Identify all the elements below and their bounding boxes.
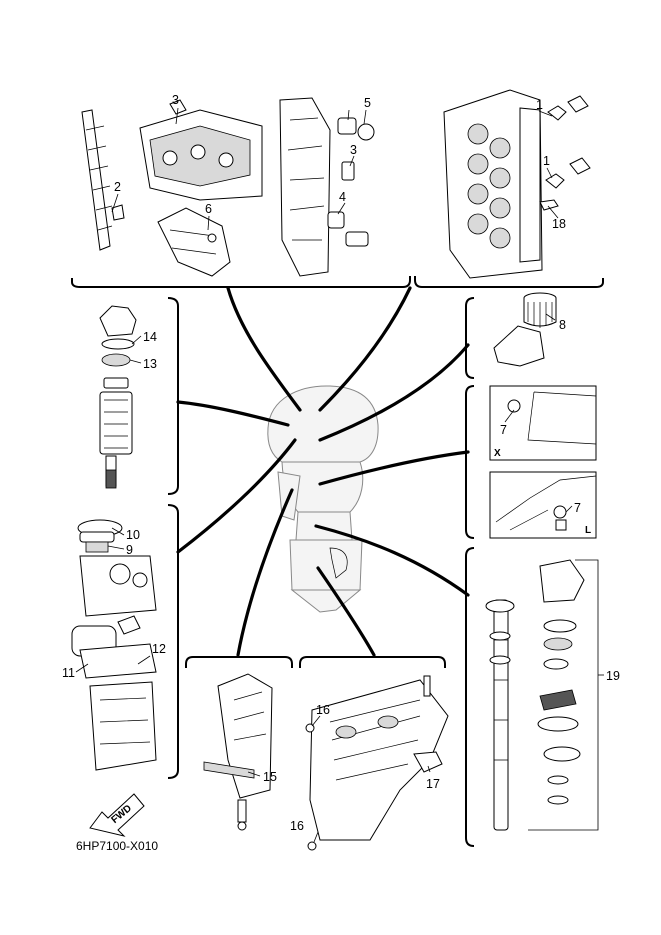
- callout-3-upper-left: 3: [172, 93, 179, 107]
- view-tag-l: L: [585, 525, 591, 536]
- water-pump-driveshaft: [485, 559, 599, 831]
- power-head: [443, 89, 591, 279]
- callout-7-view-l: 7: [574, 501, 581, 515]
- callout-5: 5: [364, 96, 371, 110]
- outboard-motor-silhouette: [267, 385, 379, 613]
- callout-labels: 2 3 6 5 3 4 1 1 18 8 7 7 14 13 10 9 12 1…: [62, 93, 620, 833]
- top-left-parts: [81, 97, 375, 277]
- view-tag-x: X: [494, 448, 501, 459]
- callout-19: 19: [606, 669, 620, 683]
- group-leaders: [176, 286, 470, 657]
- fwd-arrow: FWD: [89, 793, 145, 837]
- callout-16-lower: 16: [290, 819, 304, 833]
- transom-bracket-anode: [203, 673, 273, 831]
- vapor-separator: [71, 519, 157, 771]
- callout-leaders: [75, 107, 604, 843]
- callout-11: 11: [62, 666, 75, 680]
- drawing-code: 6HP7100-X010: [76, 839, 158, 853]
- callout-8: 8: [559, 318, 566, 332]
- callout-15: 15: [263, 770, 277, 784]
- fuel-filter: [99, 305, 137, 489]
- oil-filter: [493, 292, 557, 367]
- callout-9: 9: [126, 543, 133, 557]
- callout-1-upper: 1: [536, 98, 543, 112]
- callout-7-view-x: 7: [500, 423, 507, 437]
- callout-17: 17: [426, 777, 440, 791]
- callout-1-lower: 1: [543, 154, 550, 168]
- callout-18: 18: [552, 217, 566, 231]
- callout-6: 6: [205, 202, 212, 216]
- callout-14: 14: [143, 330, 157, 344]
- detail-views: [489, 385, 597, 539]
- callout-4: 4: [339, 190, 346, 204]
- callout-2: 2: [114, 180, 121, 194]
- callout-16-upper: 16: [316, 703, 330, 717]
- callout-10: 10: [126, 528, 140, 542]
- callout-12: 12: [152, 642, 166, 656]
- callout-13: 13: [143, 357, 157, 371]
- callout-3-right: 3: [350, 143, 357, 157]
- lower-unit: [305, 675, 449, 851]
- group-brackets: [71, 276, 604, 847]
